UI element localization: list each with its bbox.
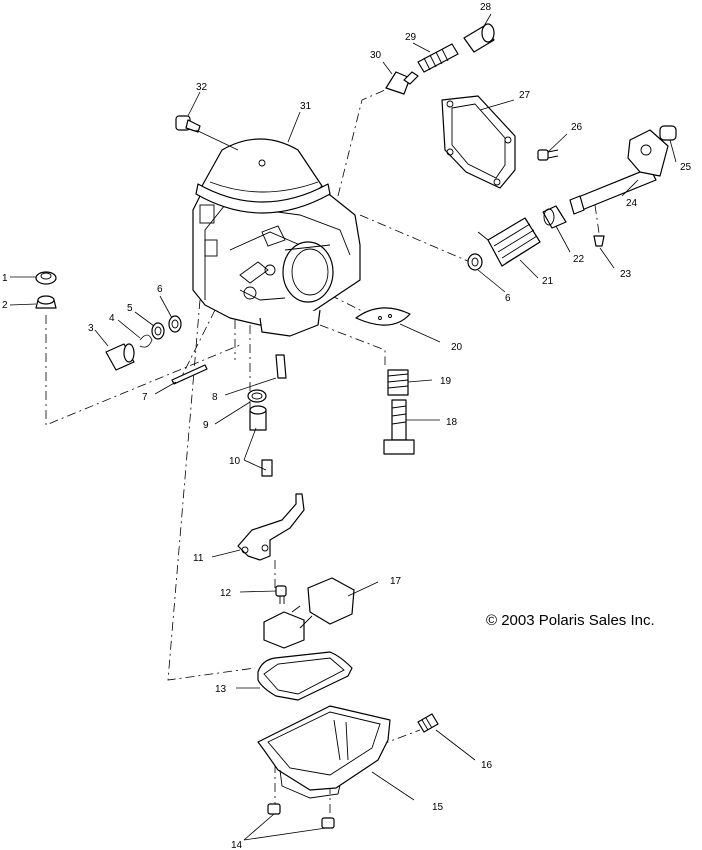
washer-5	[151, 322, 165, 340]
top-cover-31	[195, 138, 331, 214]
carburetor-body	[192, 174, 361, 337]
callout-8: 8	[212, 392, 218, 403]
callout-12: 12	[220, 588, 232, 599]
callout-17: 17	[390, 576, 402, 587]
callout-9: 9	[203, 420, 209, 431]
callout-11: 11	[193, 553, 204, 564]
callout-20: 20	[451, 342, 463, 353]
screw-23	[593, 235, 605, 247]
screw-18	[383, 399, 415, 455]
clip-4	[139, 334, 153, 348]
screws-14	[267, 803, 335, 829]
callout-31: 31	[300, 101, 312, 112]
needle-jet-10	[249, 405, 273, 477]
callout-13: 13	[215, 684, 227, 695]
callout-22: 22	[573, 254, 585, 265]
callout-19: 19	[440, 376, 452, 387]
float-17	[263, 577, 355, 649]
drain-screw-16	[417, 713, 439, 733]
copyright-notice: © 2003 Polaris Sales Inc.	[486, 612, 655, 629]
screw-26	[537, 149, 559, 161]
bracket-11	[237, 493, 305, 561]
callout-24: 24	[626, 198, 638, 209]
callout-28: 28	[480, 2, 492, 13]
callout-6-left: 6	[157, 284, 163, 295]
oring-9	[247, 389, 267, 403]
cap-28	[463, 23, 495, 53]
callout-1: 1	[2, 273, 8, 284]
callout-32: 32	[196, 82, 208, 93]
callout-3: 3	[88, 323, 94, 334]
gasket-27	[441, 95, 516, 189]
pin-7	[171, 364, 208, 385]
callout-16: 16	[481, 760, 493, 771]
plug-3	[105, 343, 135, 371]
callout-10: 10	[229, 456, 241, 467]
leader-lines	[9, 13, 677, 841]
washer-6-right	[467, 253, 483, 271]
shaft-24	[569, 129, 669, 215]
cap-2	[35, 295, 57, 309]
callout-15: 15	[432, 802, 444, 813]
callout-25: 25	[680, 162, 692, 173]
spring-19	[387, 369, 409, 396]
washer-6-left	[168, 315, 182, 333]
callout-5: 5	[127, 303, 133, 314]
callout-18: 18	[446, 417, 458, 428]
callout-26: 26	[571, 122, 583, 133]
float-bowl-15	[257, 705, 391, 799]
callout-2: 2	[2, 300, 8, 311]
callout-7: 7	[142, 392, 148, 403]
callout-4: 4	[109, 313, 115, 324]
callout-30: 30	[370, 50, 382, 61]
assembly-dash-lines	[45, 89, 601, 815]
callout-29: 29	[405, 32, 417, 43]
jet-8	[275, 354, 287, 379]
callout-27: 27	[519, 90, 531, 101]
screw-32	[175, 115, 201, 133]
screw-12	[275, 585, 287, 604]
callout-23: 23	[620, 269, 632, 280]
callout-6-right: 6	[505, 293, 511, 304]
callout-21: 21	[542, 276, 554, 287]
diaphragm-20	[355, 307, 411, 326]
bushing-22	[542, 205, 567, 229]
spring-21	[477, 217, 541, 267]
plunger-30	[385, 71, 419, 95]
gasket-13	[257, 651, 353, 701]
cap-1	[35, 271, 57, 285]
spring-29	[417, 43, 459, 73]
callout-14: 14	[231, 840, 243, 850]
cap-25	[659, 125, 677, 141]
